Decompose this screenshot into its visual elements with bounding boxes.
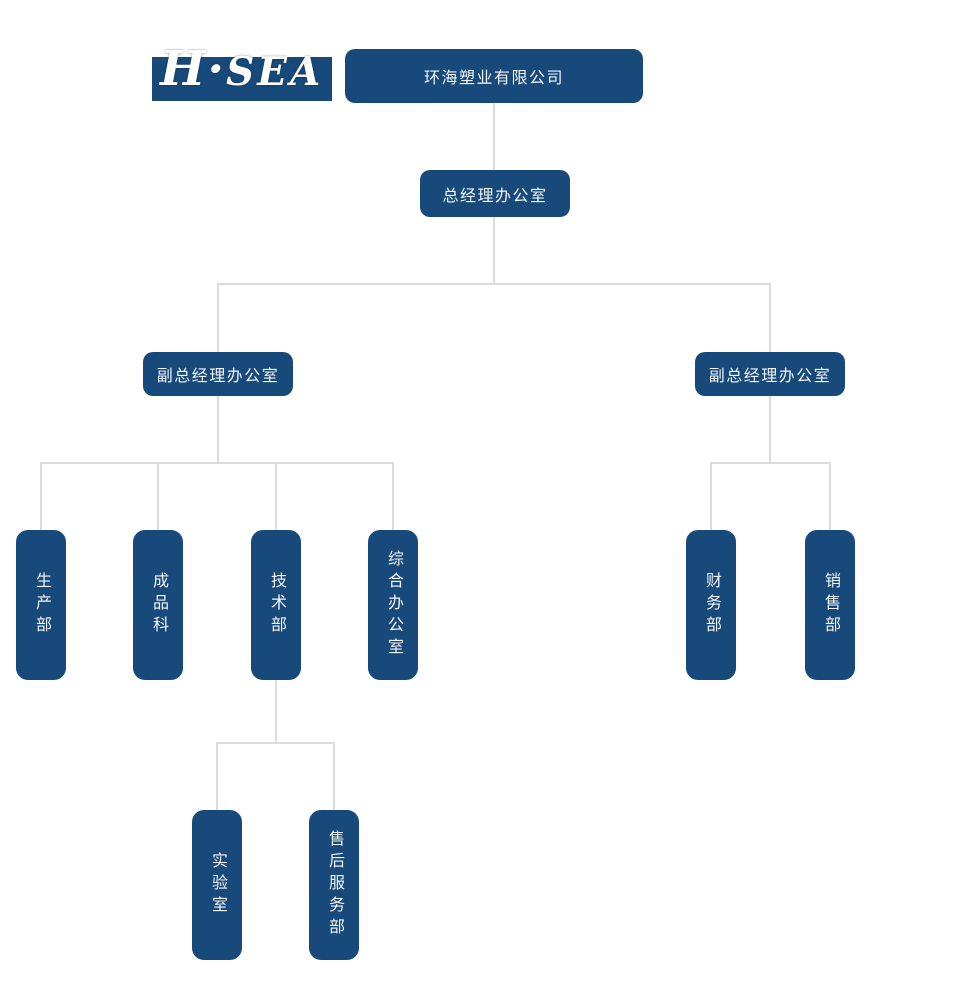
node-deputy-gm-office-right-label: 副总经理办公室 <box>708 368 832 385</box>
connector-gm-office-down <box>493 217 495 284</box>
connector-branch-right-departments <box>710 462 831 464</box>
connector-to-general-affairs-office <box>392 462 394 530</box>
node-company: 环海塑业有限公司 <box>345 49 643 103</box>
node-laboratory-label: 实验室 <box>209 852 226 918</box>
connector-to-sales-dept <box>829 462 831 530</box>
node-technical-dept: 技术部 <box>251 530 301 680</box>
node-deputy-gm-office-right: 副总经理办公室 <box>695 352 845 396</box>
connector-branch-technical-subs <box>216 742 335 744</box>
node-finished-products-section-label: 成品科 <box>150 572 167 638</box>
node-general-affairs-office: 综合办公室 <box>368 530 418 680</box>
node-general-affairs-office-label: 综合办公室 <box>385 550 402 660</box>
node-laboratory: 实验室 <box>192 810 242 960</box>
connector-deputy-left-down <box>217 396 219 463</box>
connector-branch-level3 <box>217 283 771 285</box>
connector-to-technical-dept <box>275 462 277 530</box>
node-deputy-gm-office-left-label: 副总经理办公室 <box>156 368 280 385</box>
node-finance-dept: 财务部 <box>686 530 736 680</box>
company-logo-background <box>152 57 332 101</box>
connector-to-after-sales-service <box>333 742 335 810</box>
node-after-sales-service-dept-label: 售后服务部 <box>326 830 343 940</box>
node-technical-dept-label: 技术部 <box>268 572 285 638</box>
connector-to-finance-dept <box>710 462 712 530</box>
company-logo: H·SEA <box>160 44 323 94</box>
node-company-label: 环海塑业有限公司 <box>423 70 564 87</box>
connector-to-deputy-right <box>769 283 771 352</box>
connector-branch-left-departments <box>40 462 394 464</box>
connector-to-finished-products-section <box>157 462 159 530</box>
node-production-dept: 生产部 <box>16 530 66 680</box>
connector-technical-dept-down <box>275 680 277 744</box>
connector-company-to-gm-office <box>493 103 495 170</box>
node-sales-dept-label: 销售部 <box>822 572 839 638</box>
node-production-dept-label: 生产部 <box>33 572 50 638</box>
connector-to-production-dept <box>40 462 42 530</box>
node-finished-products-section: 成品科 <box>133 530 183 680</box>
logo-text-h: H· <box>160 41 227 97</box>
node-general-manager-office-label: 总经理办公室 <box>442 187 548 205</box>
node-deputy-gm-office-left: 副总经理办公室 <box>143 352 293 396</box>
connector-to-deputy-left <box>217 283 219 352</box>
node-sales-dept: 销售部 <box>805 530 855 680</box>
logo-text-sea: SEA <box>226 49 324 95</box>
node-general-manager-office: 总经理办公室 <box>420 170 570 217</box>
node-after-sales-service-dept: 售后服务部 <box>309 810 359 960</box>
connector-deputy-right-down <box>769 396 771 463</box>
connector-to-laboratory <box>216 742 218 810</box>
node-finance-dept-label: 财务部 <box>703 572 720 638</box>
